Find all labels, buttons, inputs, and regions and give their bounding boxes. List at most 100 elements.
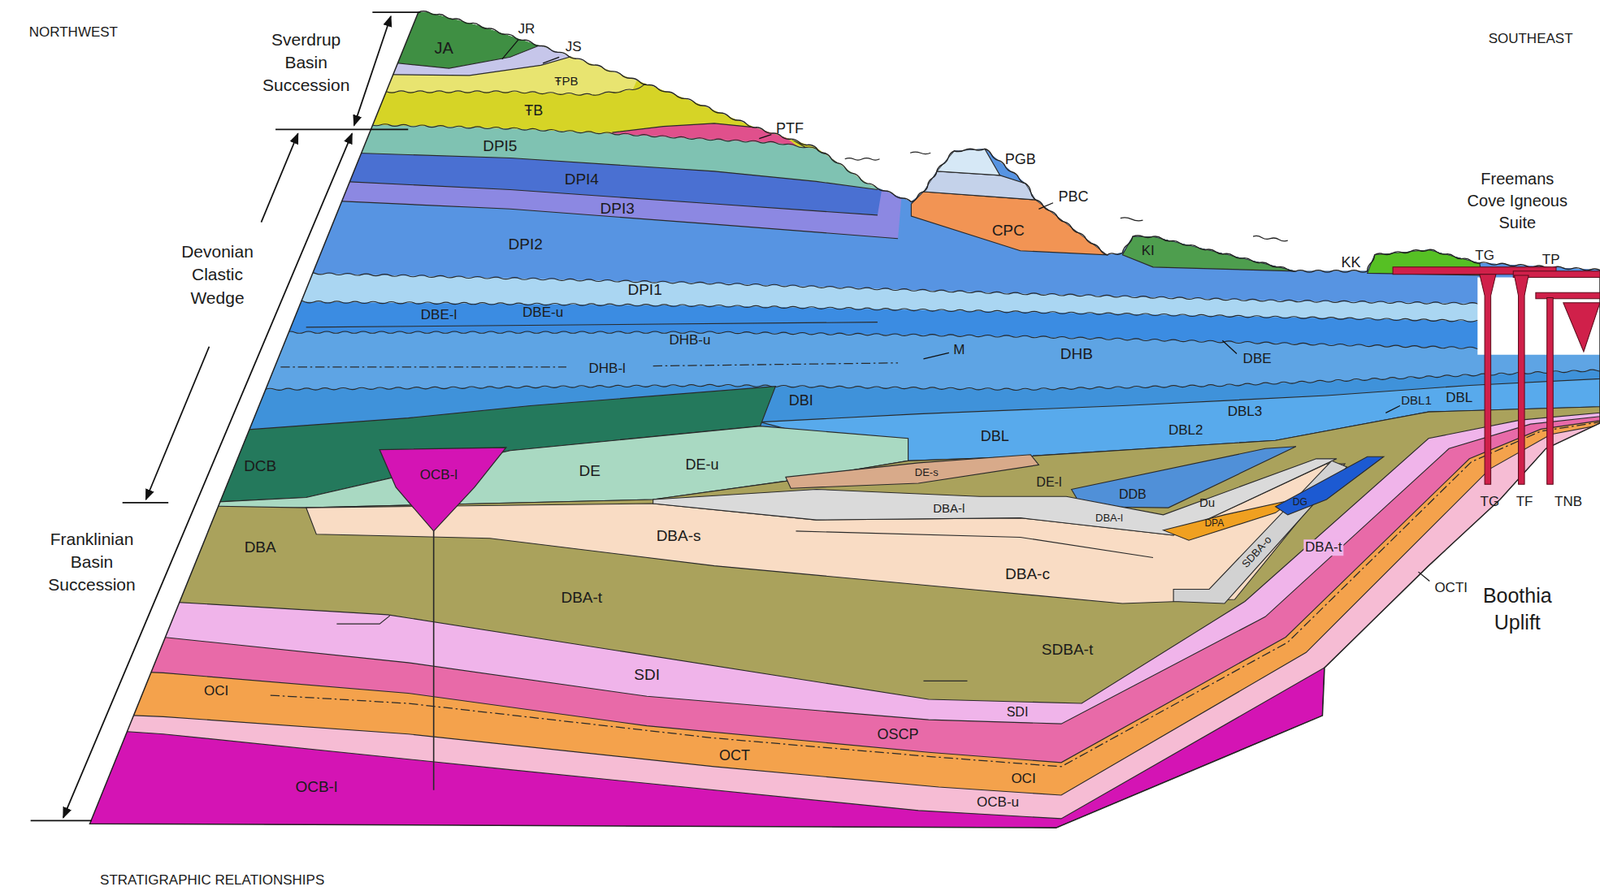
stratum-fill [0,273,1600,891]
contact-line [40,416,1600,764]
stratum-fill [0,419,1600,891]
stratum-fill [1275,456,1384,516]
unit-label: DG [1292,497,1308,509]
unit-label: OCI [1010,771,1036,788]
stratum-fill [0,416,1600,891]
unit-label: DBA-s [656,527,702,546]
unit-label: DBE-l [420,307,457,324]
unconformity [306,272,1600,307]
unit-label: JS [565,39,582,56]
unconformity-mark [1120,217,1144,222]
facies-line [795,531,1154,559]
facies-line [923,680,967,682]
unit-label: DPI5 [482,137,517,156]
stratum-fill [923,171,1036,200]
section-outline [90,12,1600,829]
suite-label: Freemans Cove Igneous Suite [1462,168,1572,235]
facies-line [306,322,878,328]
unit-label: KK [1341,253,1362,271]
igneous-intrusion [1535,292,1600,300]
unit-label: SDI [633,666,660,685]
leader-line [1038,203,1054,210]
unit-label: DHB-l [589,361,626,378]
igneous-intrusion [1514,275,1530,485]
unit-label: TNB [1554,494,1583,511]
stratum-fill [0,368,1600,891]
unit-label: DPI2 [508,235,543,254]
contact-line [40,419,1600,796]
stratum-fill [0,412,1600,891]
leader-line [758,134,772,139]
unit-label: DPI3 [600,199,635,218]
unit-label: DBL1 [1400,394,1432,408]
diapir-stem [433,531,435,791]
unit-label: DBI [789,392,814,410]
unit-label: DBA-t [560,589,603,608]
leader-line [1222,340,1237,354]
bracket-arrow [63,133,352,818]
unit-label: DE-l [1036,474,1062,490]
unit-label: DBL [1445,390,1473,407]
unconformity [286,331,1600,353]
unit-label: OCI [203,683,229,700]
unit-label: PTF [776,120,804,138]
unit-label: DBL3 [1227,403,1263,421]
unit-label: OCB-l [420,467,458,484]
contact-line [377,55,577,76]
bracket-arrow [146,346,210,500]
leader-line [542,56,560,64]
unit-label: DBA-t [1303,539,1344,556]
unit-label: OCT [719,747,751,765]
unconformity-mark [1253,235,1288,241]
unit-label: DE-s [914,467,939,480]
unit-label: OCB-u [976,794,1019,811]
unit-label: OCTI [1434,580,1468,597]
unit-label: CPC [992,221,1025,240]
stratum-fill [0,406,1600,891]
unconformity [418,11,1600,273]
igneous-intrusion [1563,303,1600,352]
unit-label: DHB [1060,345,1093,364]
unit-label: DBE [1243,351,1272,368]
unconformity [264,368,1600,391]
unit-label: DHB-u [668,332,711,349]
contact-line [351,152,878,190]
leader-line [502,39,519,60]
unit-label: OSCP [877,725,920,743]
dash-dot-line [653,363,898,367]
direction-label: NORTHWEST [29,24,118,41]
contact-line [331,200,898,239]
unit-label: DDB [1118,486,1147,502]
unit-label: DE-u [685,456,719,474]
unit-label: JA [434,39,454,58]
succession-label: Sverdrup Basin Succession [253,28,360,98]
unit-label: JR [518,21,536,39]
stratum-fill [40,667,1325,829]
direction-label: SOUTHEAST [1488,30,1574,48]
unit-label: DBL2 [1168,422,1204,439]
unit-label: PBC [1057,188,1089,206]
bracket-tick [275,129,408,131]
unit-label: DCB [243,457,277,476]
unit-label: DBA-c [1005,565,1050,584]
uplift-label: Boothia Uplift [1472,582,1562,638]
bracket-arrow [260,133,298,222]
igneous-intrusion [1547,298,1554,486]
unit-label: TG [1480,494,1501,511]
leader-line [1417,572,1430,582]
stratum-fill [785,455,1039,489]
facies-line [336,615,390,625]
unconformity [295,300,1600,325]
unit-label: DPA [1204,518,1224,530]
stratum-fill [0,410,1600,891]
unit-label: ŦB [524,101,543,119]
